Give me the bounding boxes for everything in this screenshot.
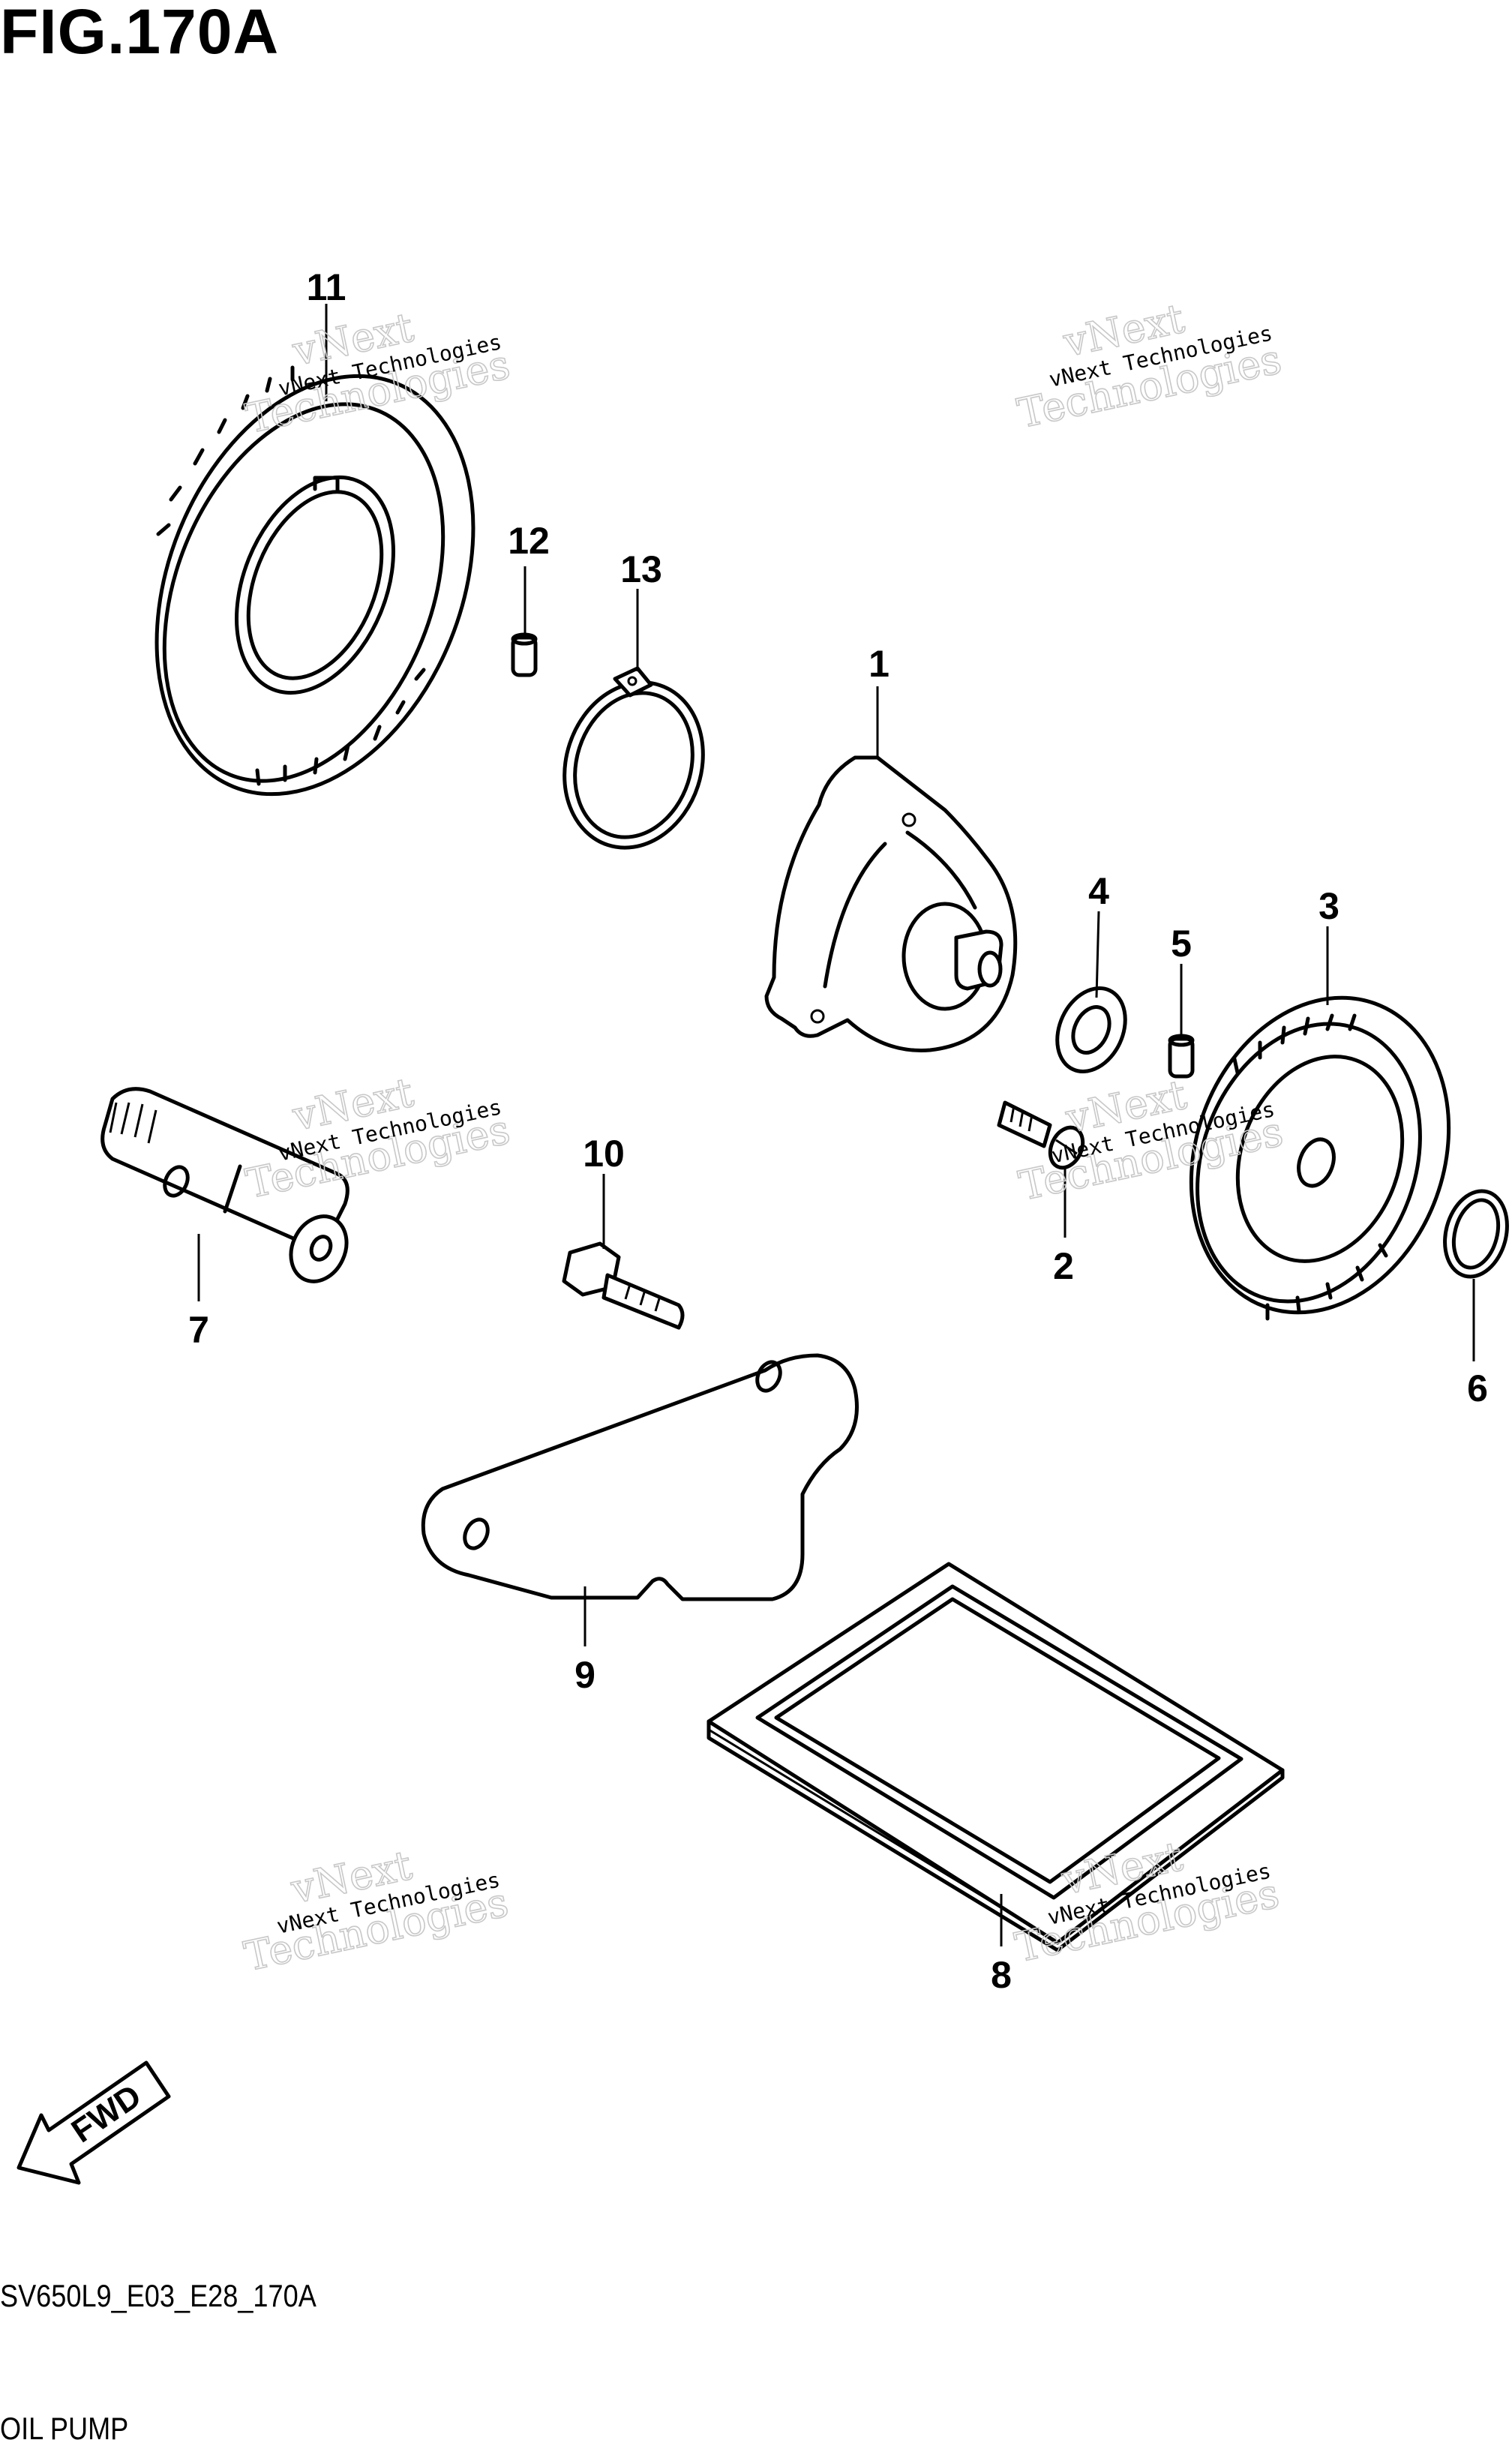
callout-8: 8 <box>991 1954 1012 1996</box>
callout-10: 10 <box>583 1133 625 1175</box>
part-10-bolt[interactable] <box>562 1241 685 1330</box>
part-3-oil-pump-drive-gear[interactable] <box>1148 962 1491 1349</box>
part-13-circlip[interactable] <box>544 665 724 866</box>
part-1-oil-pump-assembly[interactable] <box>764 755 1018 1052</box>
part-12-pin[interactable] <box>511 632 538 677</box>
callout-11: 11 <box>307 266 346 308</box>
part-5-pin[interactable] <box>1168 1034 1195 1079</box>
part-6-circlip[interactable] <box>1436 1184 1512 1284</box>
figure-title: FIG.170A <box>0 0 280 67</box>
part-7-oil-pump-shaft[interactable] <box>100 1087 357 1291</box>
callout-6: 6 <box>1467 1367 1488 1409</box>
part-2-screw[interactable] <box>997 1100 1089 1173</box>
leader-lines <box>197 304 1475 1946</box>
watermark-bottom-left: vNext Technologies vNext Technologies <box>240 1841 513 1981</box>
callout-1: 1 <box>868 643 890 685</box>
forward-direction-arrow: FWD <box>16 2060 171 2185</box>
part-8-oil-strainer[interactable] <box>706 1562 1285 1952</box>
part-4-washer[interactable] <box>1044 977 1138 1083</box>
callout-7: 7 <box>188 1309 209 1351</box>
callout-labels: 11 12 13 1 4 5 3 6 2 7 10 9 8 <box>188 266 1488 1996</box>
callout-4: 4 <box>1088 870 1109 912</box>
callout-3: 3 <box>1318 885 1340 927</box>
callout-12: 12 <box>508 520 550 562</box>
part-11-oil-pump-driven-gear[interactable] <box>98 329 532 842</box>
callout-2: 2 <box>1053 1245 1074 1287</box>
section-name: OIL PUMP <box>0 2411 129 2446</box>
drawing-code: SV650L9_E03_E28_170A <box>0 2278 316 2313</box>
watermark-top-right: vNext Technologies vNext Technologies <box>1012 294 1286 438</box>
callout-5: 5 <box>1171 923 1192 965</box>
watermark-middle-left: vNext Technologies vNext Technologies <box>242 1068 514 1208</box>
callout-13: 13 <box>620 548 662 590</box>
callout-9: 9 <box>574 1654 596 1696</box>
part-9-oil-pump-cover-gasket[interactable] <box>421 1353 859 1601</box>
